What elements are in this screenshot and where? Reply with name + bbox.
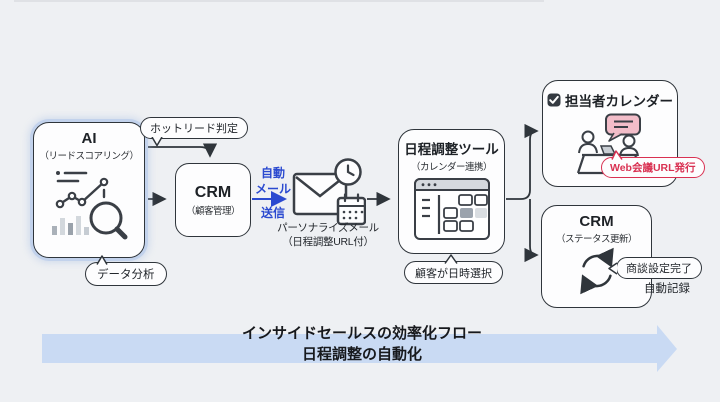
customer-picks-time-callout-tail (444, 254, 458, 264)
schedule-tool-subtitle: （カレンダー連携） (410, 162, 493, 173)
crm-customer-node: CRM （顧客管理） (175, 163, 251, 237)
ai-lead-scoring-node: AI （リードスコアリング） (33, 122, 145, 258)
crm-status-node: CRM （ステータス更新） (541, 205, 652, 308)
data-analysis-callout-tail (96, 255, 108, 265)
hot-lead-callout: ホットリード判定 (140, 117, 248, 139)
personalized-mail-line1: パーソナライズメール (277, 222, 379, 234)
rep-calendar-title: 担当者カレンダー (565, 94, 673, 109)
analytics-magnifier-icon (52, 171, 128, 240)
banner-line2: 日程調整の自動化 (301, 346, 422, 363)
deal-set-callout: 商談設定完了 (616, 257, 702, 279)
web-meeting-url-callout: Web会議URL発行 (601, 157, 705, 178)
rep-calendar-header: 担当者カレンダー (547, 90, 673, 110)
auto-mail-label-3: 送信 (260, 206, 285, 220)
schedule-tool-node: 日程調整ツール （カレンダー連携） (398, 129, 505, 254)
crm-customer-subtitle: （顧客管理） (185, 205, 241, 217)
online-meeting-icon (576, 113, 641, 175)
web-meeting-url-callout-tail (611, 150, 623, 160)
ai-node-subtitle: （リードスコアリング） (39, 151, 139, 162)
auto-mail-label-2: メール (254, 182, 291, 196)
customer-picks-time-callout: 顧客が日時選択 (404, 261, 503, 284)
banner-line1: インサイドセールスの効率化フロー (241, 325, 482, 342)
crm-customer-title: CRM (194, 183, 232, 201)
crm-status-title: CRM (579, 213, 614, 230)
personalized-mail-line2: （日程調整URL付） (282, 235, 374, 248)
personalized-mail-caption: パーソナライズメール （日程調整URL付） (264, 222, 392, 249)
crm-status-subtitle: （ステータス更新） (555, 234, 638, 245)
hot-lead-callout-tail (151, 137, 163, 147)
browser-calendar-icon (413, 178, 490, 240)
ai-node-title: AI (81, 130, 97, 147)
auto-record-label: 自動記録 (644, 283, 690, 295)
sync-arrows-icon (579, 247, 614, 295)
flow-banner-text: インサイドセールスの効率化フロー 日程調整の自動化 (182, 323, 542, 365)
envelope-clock-calendar-icon (292, 158, 366, 226)
data-analysis-callout: データ分析 (85, 262, 167, 286)
top-edge-artifact (14, 0, 544, 2)
schedule-tool-title: 日程調整ツール (404, 142, 499, 157)
checkbox-checked-icon (547, 93, 561, 107)
auto-mail-label-1: 自動 (260, 166, 285, 180)
deal-set-callout-tail (608, 262, 618, 275)
